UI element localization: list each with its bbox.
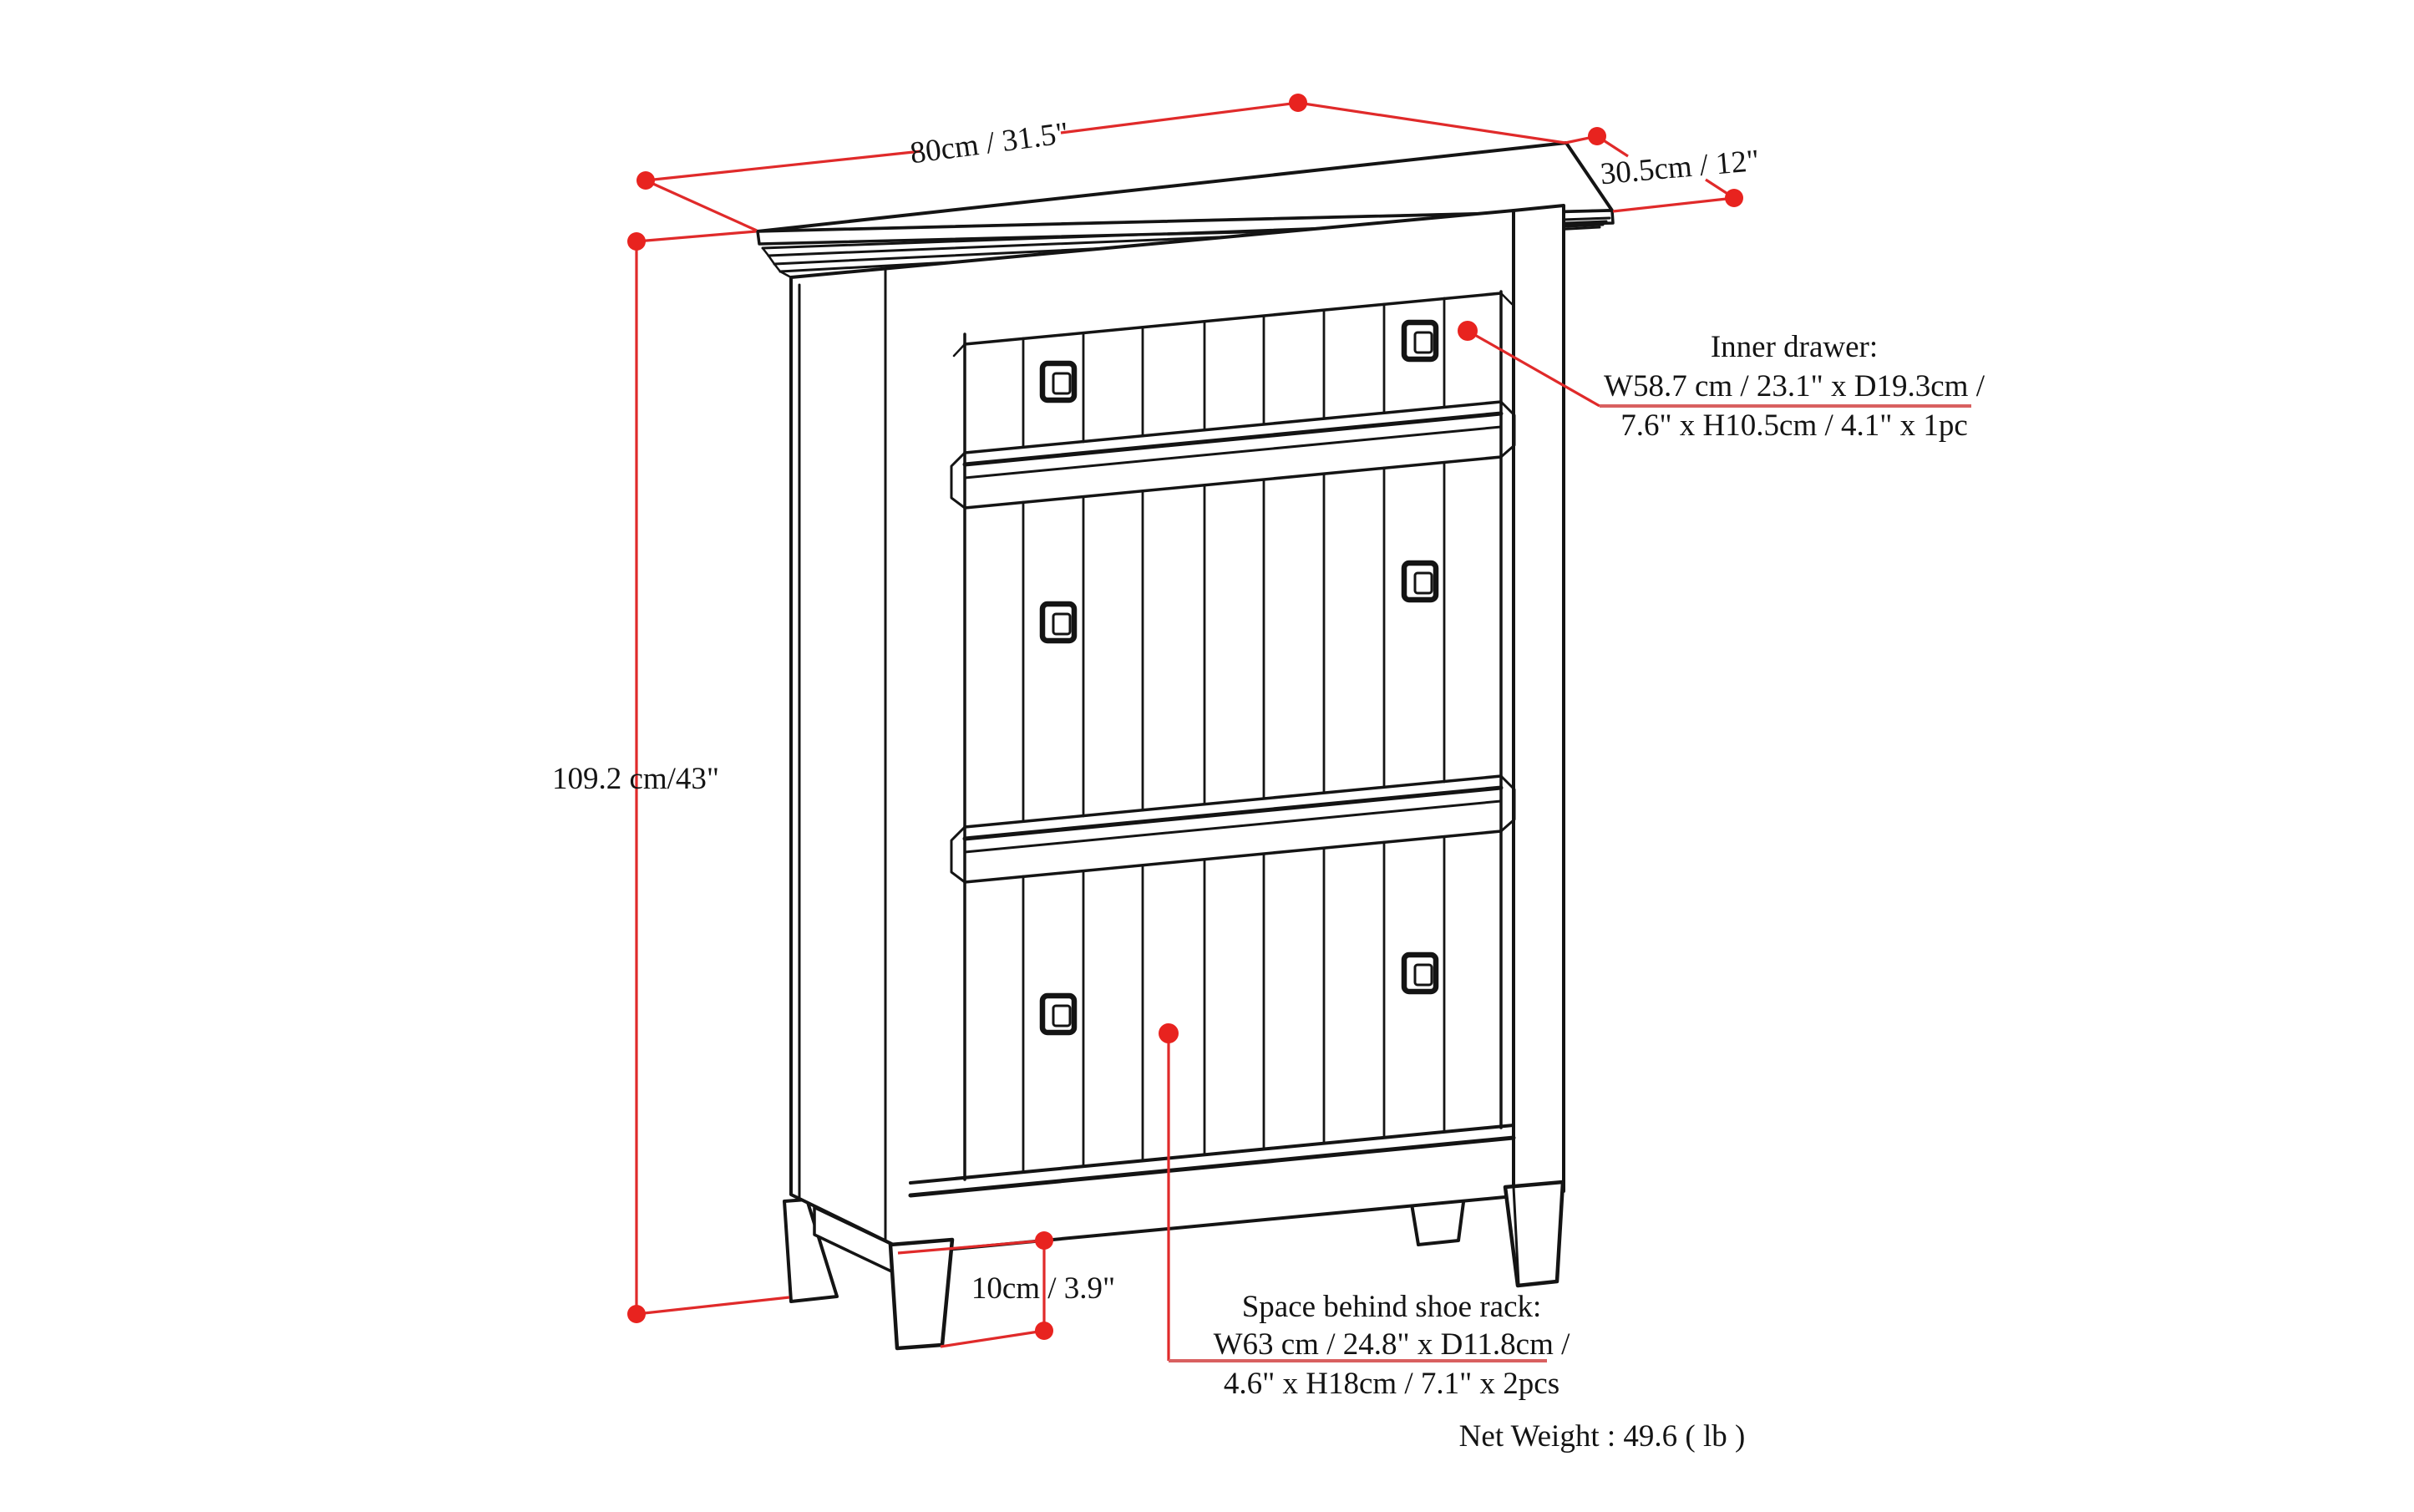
front-left-leg <box>888 1237 955 1351</box>
width-dimension-label: 80cm / 31.5" <box>908 116 1071 171</box>
space-behind-title: Space behind shoe rack: <box>1242 1290 1542 1324</box>
cabinet-body <box>789 204 1565 1255</box>
net-weight-label: Net Weight : 49.6 ( lb ) <box>1459 1419 1746 1454</box>
space-behind-note: Space behind shoe rack: W63 cm / 24.8" x… <box>1214 1290 1571 1401</box>
depth-dimension-label: 30.5cm / 12" <box>1599 144 1761 191</box>
leg-height-dimension <box>897 1231 1053 1348</box>
height-dimension-label: 109.2 cm/43" <box>552 762 719 796</box>
cabinet-top-edge <box>756 209 1615 246</box>
width-dimension <box>636 94 1566 232</box>
front-right-leg-edge <box>1512 1185 1520 1286</box>
cabinet-drawing <box>756 141 1615 1351</box>
row1-top-rail <box>952 292 1514 358</box>
depth-dimension <box>1565 127 1743 213</box>
space-behind-dims-1: W63 cm / 24.8" x D11.8cm / <box>1214 1327 1571 1362</box>
bottom-rail <box>908 1124 1516 1198</box>
drawer-handles <box>1039 319 1439 1036</box>
handle-top-left <box>1039 360 1078 403</box>
handle-bottom-left <box>1039 992 1078 1036</box>
dimension-labels: 80cm / 31.5" 30.5cm / 12" 109.2 cm/43" 1… <box>552 116 1985 1454</box>
divider-rail-2 <box>950 774 1516 884</box>
dimension-annotations <box>627 94 1971 1362</box>
space-behind-dims-2: 4.6" x H18cm / 7.1" x 2pcs <box>1224 1367 1559 1401</box>
inner-drawer-title: Inner drawer: <box>1711 330 1878 364</box>
inner-drawer-note: Inner drawer: W58.7 cm / 23.1" x D19.3cm… <box>1604 330 1985 443</box>
inner-drawer-callout <box>1458 321 1971 408</box>
divider-rail-1 <box>950 400 1516 510</box>
leg-height-dimension-label: 10cm / 3.9" <box>971 1271 1115 1306</box>
front-right-leg <box>1503 1180 1565 1288</box>
space-behind-callout <box>1159 1023 1547 1362</box>
inner-drawer-dims-1: W58.7 cm / 23.1" x D19.3cm / <box>1604 369 1985 403</box>
handle-top-right <box>1401 319 1439 363</box>
inner-drawer-dims-2: 7.6" x H10.5cm / 4.1" x 1pc <box>1620 408 1968 443</box>
handle-middle-left <box>1039 601 1078 644</box>
handle-middle-right <box>1401 560 1439 603</box>
beadboard-grooves <box>1022 297 1446 1173</box>
height-dimension <box>627 230 790 1323</box>
handle-bottom-right <box>1401 951 1439 995</box>
